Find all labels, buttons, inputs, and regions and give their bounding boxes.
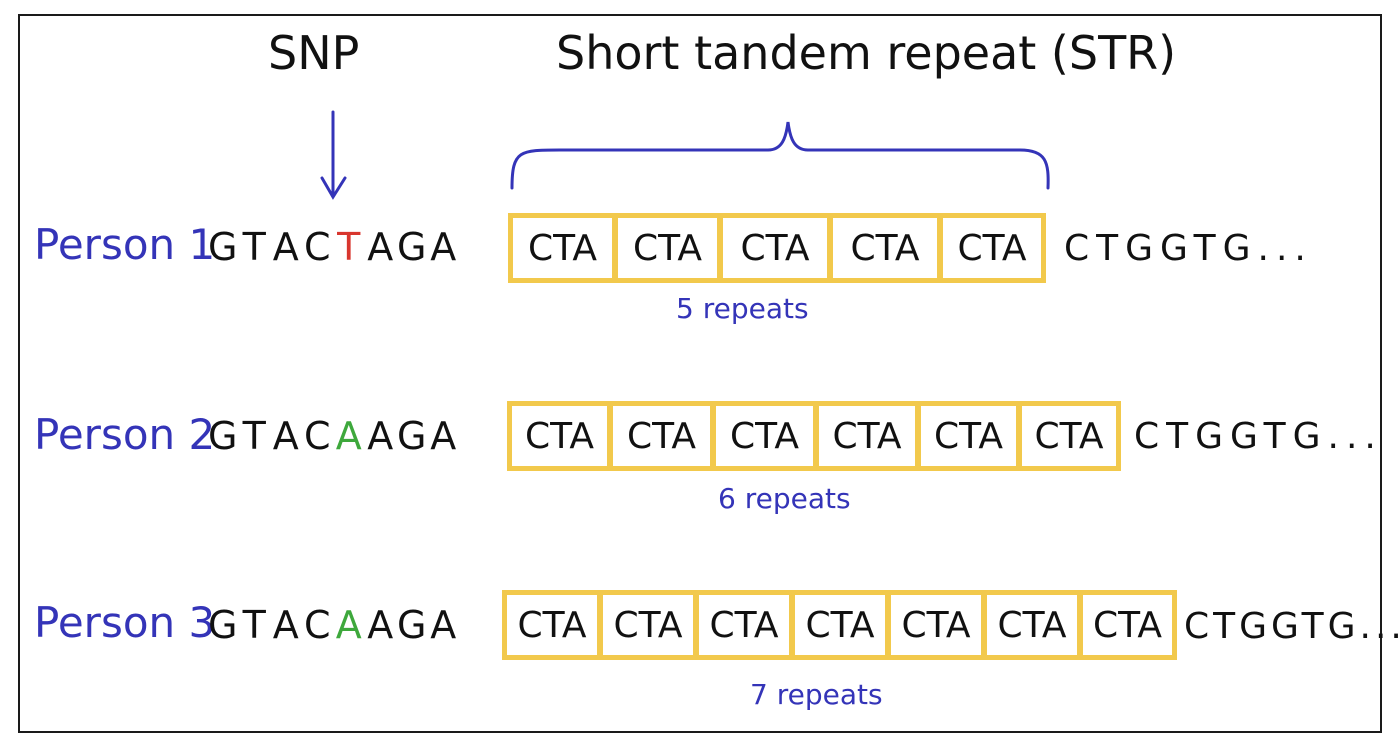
person-3-repeat-boxes: CTA CTA CTA CTA CTA CTA CTA <box>502 590 1177 660</box>
person-3-sequence: G T A C A A G A <box>207 603 459 647</box>
base: T <box>242 414 266 458</box>
snp-label: SNP <box>268 26 360 80</box>
str-brace <box>510 121 1050 190</box>
person-2-repeat-boxes: CTA CTA CTA CTA CTA CTA <box>507 401 1121 471</box>
base: G <box>397 225 427 269</box>
repeat-box: CTA <box>1019 403 1119 469</box>
base: G <box>397 414 427 458</box>
base: A <box>430 414 457 458</box>
person-3-label: Person 3 <box>34 598 216 647</box>
base: C <box>303 225 331 269</box>
person-2-label: Person 2 <box>34 410 216 459</box>
snp-arrow <box>320 110 347 200</box>
repeat-box: CTA <box>792 592 888 658</box>
str-label: Short tandem repeat (STR) <box>556 26 1177 80</box>
base: A <box>430 225 457 269</box>
person-1-repeat-boxes: CTA CTA CTA CTA CTA <box>508 213 1046 283</box>
base: G <box>397 603 427 647</box>
base: A <box>272 603 299 647</box>
repeat-box: CTA <box>696 592 792 658</box>
base: A <box>367 603 394 647</box>
diagram-frame <box>18 14 1382 733</box>
base: G <box>208 414 238 458</box>
repeat-box: CTA <box>509 403 610 469</box>
repeat-box: CTA <box>600 592 696 658</box>
repeat-box: CTA <box>510 215 615 281</box>
repeat-box: CTA <box>984 592 1080 658</box>
person-1-tail: CTGGTG... <box>1064 228 1313 269</box>
base: G <box>208 603 238 647</box>
repeat-box: CTA <box>610 403 713 469</box>
base: C <box>303 414 331 458</box>
person-1-sequence: G T A C T A G A <box>207 225 459 269</box>
repeat-box: CTA <box>816 403 918 469</box>
snp-base: A <box>335 603 362 647</box>
base: C <box>303 603 331 647</box>
repeat-box: CTA <box>830 215 940 281</box>
base: A <box>272 225 299 269</box>
repeat-box: CTA <box>1080 592 1175 658</box>
base: A <box>430 603 457 647</box>
person-3-repeats-label: 7 repeats <box>750 678 883 711</box>
repeat-box: CTA <box>918 403 1019 469</box>
person-1-label: Person 1 <box>34 220 216 269</box>
snp-base: T <box>337 225 361 269</box>
person-3-tail: CTGGTG... <box>1184 606 1400 647</box>
base: A <box>272 414 299 458</box>
person-2-sequence: G T A C A A G A <box>207 414 459 458</box>
repeat-box: CTA <box>615 215 720 281</box>
repeat-box: CTA <box>713 403 816 469</box>
base: A <box>367 225 394 269</box>
base: T <box>242 225 266 269</box>
repeat-box: CTA <box>888 592 984 658</box>
base: T <box>242 603 266 647</box>
snp-base: A <box>335 414 362 458</box>
person-1-repeats-label: 5 repeats <box>676 292 809 325</box>
repeat-box: CTA <box>504 592 600 658</box>
base: A <box>367 414 394 458</box>
person-2-repeats-label: 6 repeats <box>718 482 851 515</box>
repeat-box: CTA <box>940 215 1044 281</box>
base: G <box>208 225 238 269</box>
person-2-tail: CTGGTG... <box>1134 416 1383 457</box>
repeat-box: CTA <box>720 215 830 281</box>
